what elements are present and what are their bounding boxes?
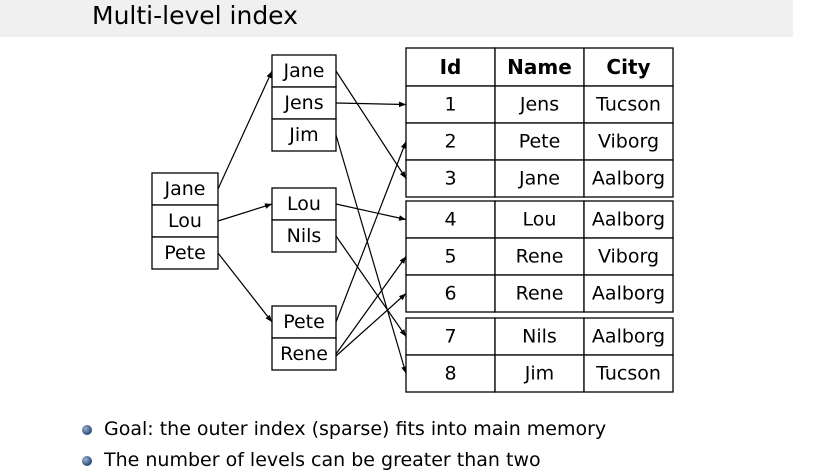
table-header-cell	[583, 47, 674, 87]
table-cell	[583, 317, 674, 356]
page-title: Multi-level index	[92, 1, 298, 30]
table-cell	[583, 122, 674, 161]
table-cell-label: 7	[444, 326, 456, 348]
table-cell	[405, 317, 496, 356]
outer-index-label: Jane	[164, 178, 206, 200]
inner-index-cell	[271, 219, 337, 253]
table-cell	[405, 354, 496, 393]
bullet-text: The number of levels can be greater than…	[104, 449, 541, 471]
bullet-icon	[82, 425, 92, 435]
table-cell	[405, 274, 496, 313]
outer-index-label: Pete	[164, 242, 206, 264]
table-cell-label: Pete	[519, 131, 561, 153]
title-bar: Multi-level index	[0, 0, 793, 37]
table-cell-label: 5	[444, 246, 456, 268]
inner-index-cell	[271, 118, 337, 152]
table-cell	[583, 354, 674, 393]
table-cell	[494, 159, 585, 198]
inner-index-cell	[271, 337, 337, 371]
bullet-icon	[82, 456, 92, 466]
table-cell	[583, 159, 674, 198]
inner-index-cell	[271, 86, 337, 120]
inner-index-label: Pete	[283, 311, 325, 333]
table-cell-label: Tucson	[595, 94, 661, 116]
table-header-cell	[405, 47, 496, 87]
inner-to-row-arrow	[335, 101, 407, 108]
inner-to-row-arrow	[335, 203, 407, 221]
outer-to-inner-arrow	[217, 70, 273, 190]
table-cell	[494, 354, 585, 393]
outer-index-label: Lou	[168, 210, 202, 232]
table-cell-label: Lou	[523, 209, 557, 231]
inner-index-label: Jim	[288, 124, 318, 146]
table-cell-label: 6	[444, 283, 456, 305]
table-cell	[405, 159, 496, 198]
table-cell	[405, 200, 496, 239]
inner-to-row-arrow	[335, 141, 407, 323]
table-cell-label: Viborg	[598, 246, 659, 268]
table-cell	[583, 85, 674, 124]
table-cell-label: Jens	[519, 94, 559, 116]
outer-to-inner-arrow	[217, 203, 273, 222]
table-cell	[583, 237, 674, 276]
inner-index-label: Nils	[287, 225, 322, 247]
table-cell	[405, 85, 496, 124]
table-cell-label: 1	[444, 94, 456, 116]
inner-index-label: Lou	[287, 193, 321, 215]
inner-index-label: Jens	[283, 92, 323, 114]
table-cell-label: Jim	[524, 363, 554, 385]
table-cell-label: Rene	[516, 283, 564, 305]
table-header-label: Name	[507, 55, 572, 79]
table-header-label: City	[606, 55, 650, 79]
table-cell	[405, 122, 496, 161]
table-cell	[494, 317, 585, 356]
table-cell-label: Tucson	[595, 363, 661, 385]
table-cell-label: Aalborg	[592, 168, 665, 190]
table-cell-label: Rene	[516, 246, 564, 268]
table-cell-label: Aalborg	[592, 326, 665, 348]
inner-index-label: Jane	[283, 60, 325, 82]
inner-to-row-arrow	[335, 235, 407, 337]
bullet-text: Goal: the outer index (sparse) fits into…	[104, 418, 607, 440]
table-header-label: Id	[440, 55, 462, 79]
table-cell-label: 4	[444, 209, 456, 231]
table-cell-label: 8	[444, 363, 456, 385]
inner-index-label: Rene	[280, 343, 328, 365]
table-cell-label: Aalborg	[592, 209, 665, 231]
outer-index-cell	[151, 204, 219, 238]
outer-index-cell	[151, 236, 219, 270]
table-cell	[494, 274, 585, 313]
table-cell	[583, 274, 674, 313]
outer-to-inner-arrow	[217, 252, 273, 323]
table-cell-label: 2	[444, 131, 456, 153]
inner-index-cell	[271, 187, 337, 221]
table-cell-label: Jane	[518, 168, 560, 190]
inner-to-row-arrow	[335, 134, 407, 374]
inner-to-row-arrow	[335, 293, 407, 357]
table-cell-label: Aalborg	[592, 283, 665, 305]
table-cell-label: Nils	[522, 326, 557, 348]
inner-to-row-arrow	[335, 256, 407, 355]
bullet-item: Goal: the outer index (sparse) fits into…	[82, 414, 606, 445]
table-cell-label: Viborg	[598, 131, 659, 153]
inner-to-row-arrow	[335, 70, 407, 179]
bullet-item: The number of levels can be greater than…	[82, 445, 606, 476]
bullet-list: Goal: the outer index (sparse) fits into…	[82, 414, 606, 476]
table-cell-label: 3	[444, 168, 456, 190]
